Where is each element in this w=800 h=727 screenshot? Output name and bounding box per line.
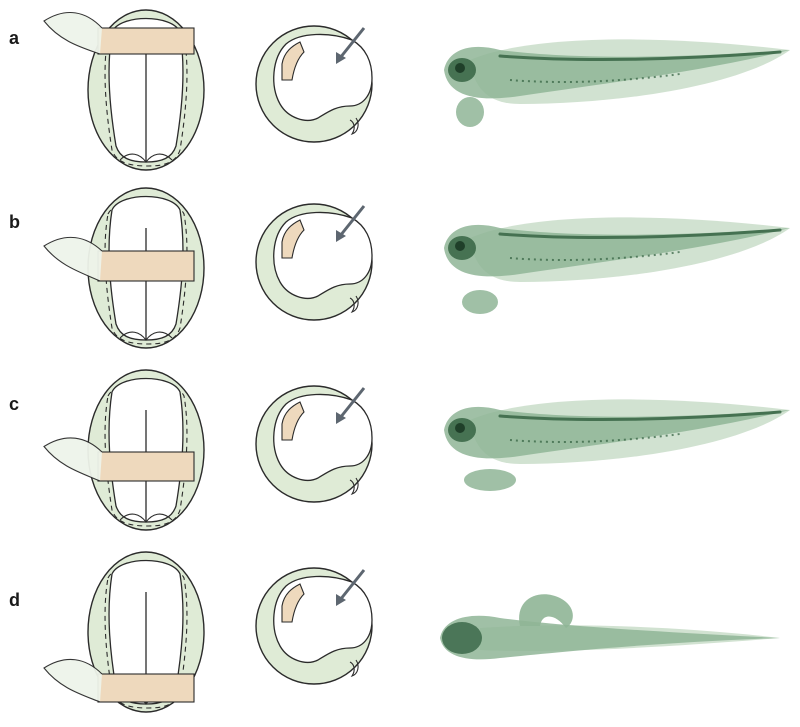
panel-d: d [0, 542, 800, 717]
dorsal-embryo [44, 552, 204, 712]
section-embryo [256, 26, 372, 142]
tissue-flap [44, 438, 102, 481]
tadpole [444, 39, 790, 127]
section-embryo [256, 204, 372, 320]
tadpole [444, 217, 790, 314]
panel-c: c [0, 360, 800, 535]
head [442, 622, 482, 654]
dorsal-embryo [44, 188, 204, 348]
panel-drawing [0, 360, 800, 540]
eye [455, 423, 465, 433]
section-embryo [256, 386, 372, 502]
tissue-band [98, 28, 194, 54]
tissue-flap [44, 237, 102, 281]
dorsal-outgrowth [519, 594, 573, 628]
tissue-band [98, 251, 194, 281]
panel-a: a [0, 0, 800, 175]
panel-drawing [0, 178, 800, 358]
panel-b: b [0, 178, 800, 353]
tadpole [444, 399, 790, 491]
tissue-flap [44, 13, 102, 54]
eye [455, 241, 465, 251]
tadpole-body [440, 616, 780, 660]
ventral-outgrowth [456, 97, 484, 127]
panel-drawing [0, 0, 800, 180]
dorsal-embryo [44, 10, 204, 170]
tissue-band [98, 674, 194, 702]
panel-drawing [0, 542, 800, 722]
tadpole [440, 594, 780, 659]
ventral-outgrowth [464, 469, 516, 491]
dorsal-embryo [44, 370, 204, 530]
ventral-outgrowth [462, 290, 498, 314]
eye [455, 63, 465, 73]
tissue-band [98, 452, 194, 481]
section-embryo [256, 568, 372, 684]
